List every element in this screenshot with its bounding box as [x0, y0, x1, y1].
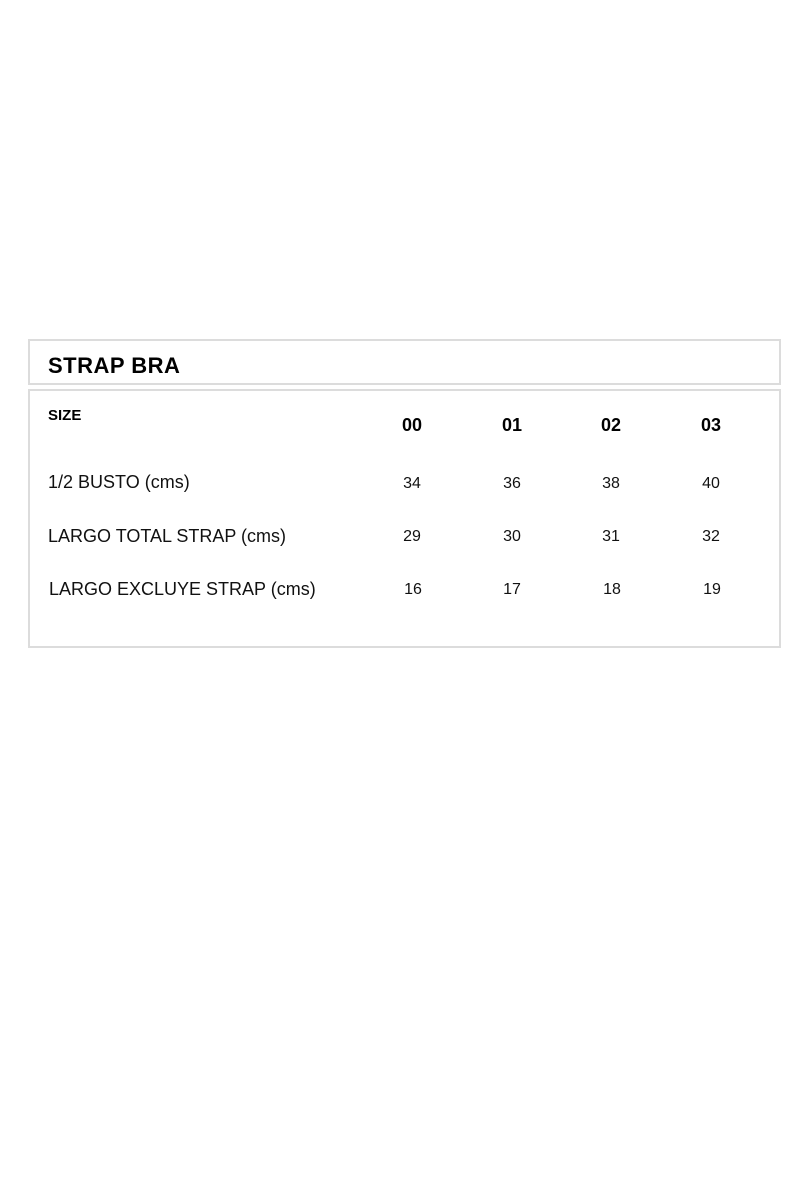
table-cell: 17	[503, 581, 521, 598]
table-cell: 32	[702, 528, 720, 545]
table-cell: 16	[404, 581, 422, 598]
title-box: STRAP BRA	[28, 339, 781, 385]
row-label-largo-excluye: LARGO EXCLUYE STRAP (cms)	[49, 579, 316, 599]
table-cell: 30	[503, 528, 521, 545]
table-cell: 18	[603, 581, 621, 598]
size-table: SIZE 00 01 02 03 1/2 BUSTO (cms) 34 36 3…	[28, 389, 781, 648]
size-column-00: 00	[401, 415, 423, 435]
size-header-label: SIZE	[48, 407, 82, 424]
table-cell: 34	[403, 475, 421, 492]
size-chart-title: STRAP BRA	[48, 353, 181, 378]
size-column-03: 03	[700, 415, 722, 435]
table-cell: 19	[703, 581, 721, 598]
size-column-02: 02	[600, 415, 622, 435]
row-label-largo-total: LARGO TOTAL STRAP (cms)	[48, 526, 287, 546]
table-cell: 38	[602, 475, 620, 492]
size-column-01: 01	[501, 415, 523, 435]
table-cell: 36	[503, 475, 521, 492]
table-cell: 31	[602, 528, 620, 545]
row-label-busto: 1/2 BUSTO (cms)	[48, 472, 190, 492]
table-cell: 40	[702, 475, 720, 492]
table-cell: 29	[403, 528, 421, 545]
